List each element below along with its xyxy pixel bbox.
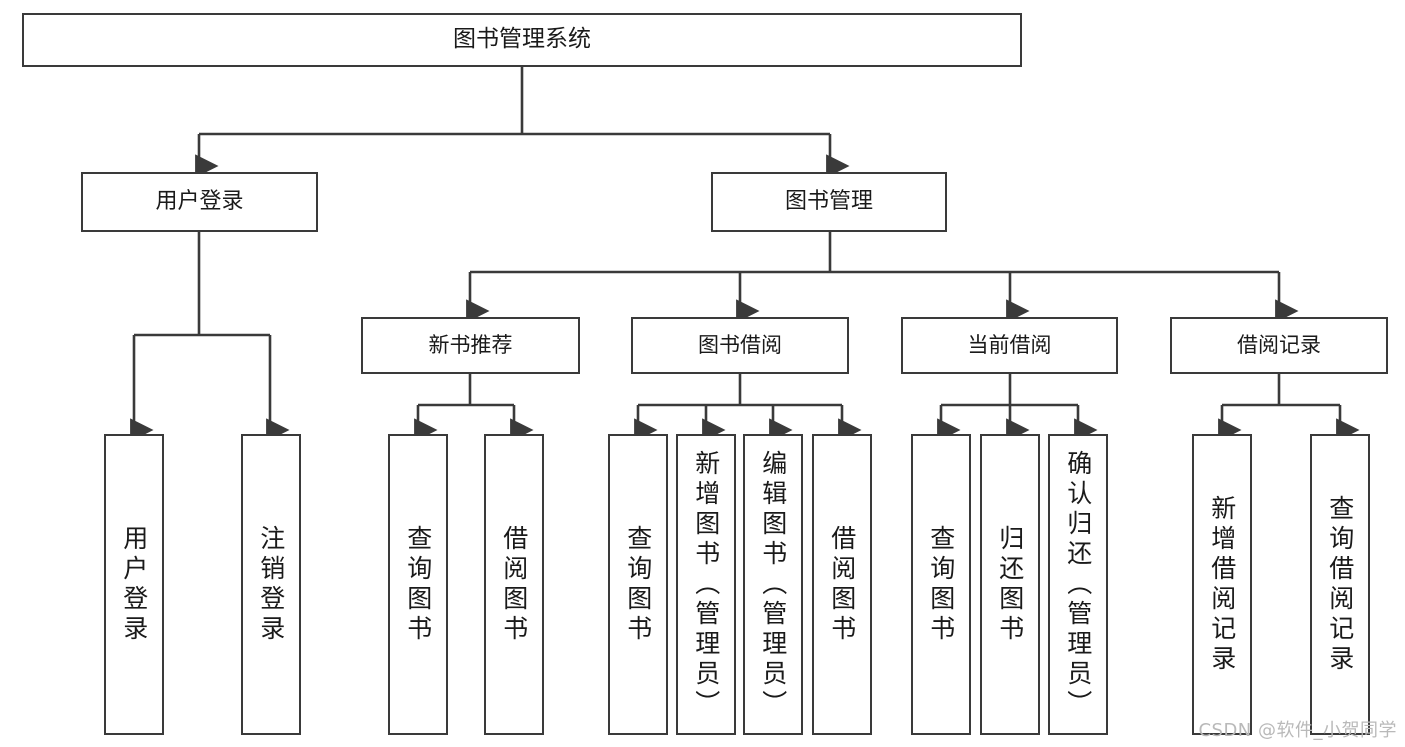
node-user-login-branch[interactable]: 用户登录	[81, 172, 318, 232]
node-user-login-branch-label: 用户登录	[155, 189, 244, 215]
node-new-book-recommend-label: 新书推荐	[428, 333, 513, 358]
leaf-query-borrow-record[interactable]: 查询借阅记录	[1310, 434, 1370, 735]
node-new-book-recommend[interactable]: 新书推荐	[361, 317, 580, 374]
leaf-logout[interactable]: 注销登录	[241, 434, 301, 735]
leaf-cur-confirm-return-label: 确认归还（管理员）	[1063, 449, 1093, 720]
node-current-borrow[interactable]: 当前借阅	[901, 317, 1118, 374]
node-borrow-record[interactable]: 借阅记录	[1170, 317, 1388, 374]
leaf-cur-query-book[interactable]: 查询图书	[911, 434, 971, 735]
leaf-bor-add-book[interactable]: 新增图书（管理员）	[676, 434, 736, 735]
node-book-management-label: 图书管理	[784, 189, 873, 215]
node-book-borrow-label: 图书借阅	[698, 333, 782, 358]
leaf-query-borrow-record-label: 查询借阅记录	[1325, 494, 1355, 675]
leaf-rec-query-book-label: 查询图书	[403, 524, 433, 645]
node-root[interactable]: 图书管理系统	[22, 13, 1022, 67]
leaf-bor-add-book-label: 新增图书（管理员）	[691, 449, 721, 720]
leaf-rec-borrow-book-label: 借阅图书	[499, 524, 529, 645]
leaf-logout-label: 注销登录	[256, 524, 286, 645]
leaf-bor-query-book-label: 查询图书	[623, 524, 653, 645]
leaf-bor-borrow-book-label: 借阅图书	[827, 524, 857, 645]
leaf-bor-borrow-book[interactable]: 借阅图书	[812, 434, 872, 735]
leaf-add-borrow-record-label: 新增借阅记录	[1207, 494, 1237, 675]
leaf-bor-edit-book[interactable]: 编辑图书（管理员）	[743, 434, 803, 735]
leaf-rec-borrow-book[interactable]: 借阅图书	[484, 434, 544, 735]
node-book-borrow[interactable]: 图书借阅	[631, 317, 849, 374]
leaf-user-login[interactable]: 用户登录	[104, 434, 164, 735]
node-borrow-record-label: 借阅记录	[1237, 333, 1321, 358]
leaf-add-borrow-record[interactable]: 新增借阅记录	[1192, 434, 1252, 735]
leaf-user-login-label: 用户登录	[119, 524, 149, 645]
leaf-bor-query-book[interactable]: 查询图书	[608, 434, 668, 735]
leaf-cur-return-book[interactable]: 归还图书	[980, 434, 1040, 735]
node-root-label: 图书管理系统	[453, 26, 591, 53]
leaf-cur-confirm-return[interactable]: 确认归还（管理员）	[1048, 434, 1108, 735]
leaf-cur-return-book-label: 归还图书	[995, 524, 1025, 645]
leaf-cur-query-book-label: 查询图书	[926, 524, 956, 645]
node-current-borrow-label: 当前借阅	[967, 333, 1052, 358]
csdn-watermark: CSDN @软件_小贺同学	[1198, 720, 1397, 741]
leaf-bor-edit-book-label: 编辑图书（管理员）	[758, 449, 788, 720]
leaf-rec-query-book[interactable]: 查询图书	[388, 434, 448, 735]
node-book-management[interactable]: 图书管理	[711, 172, 947, 232]
